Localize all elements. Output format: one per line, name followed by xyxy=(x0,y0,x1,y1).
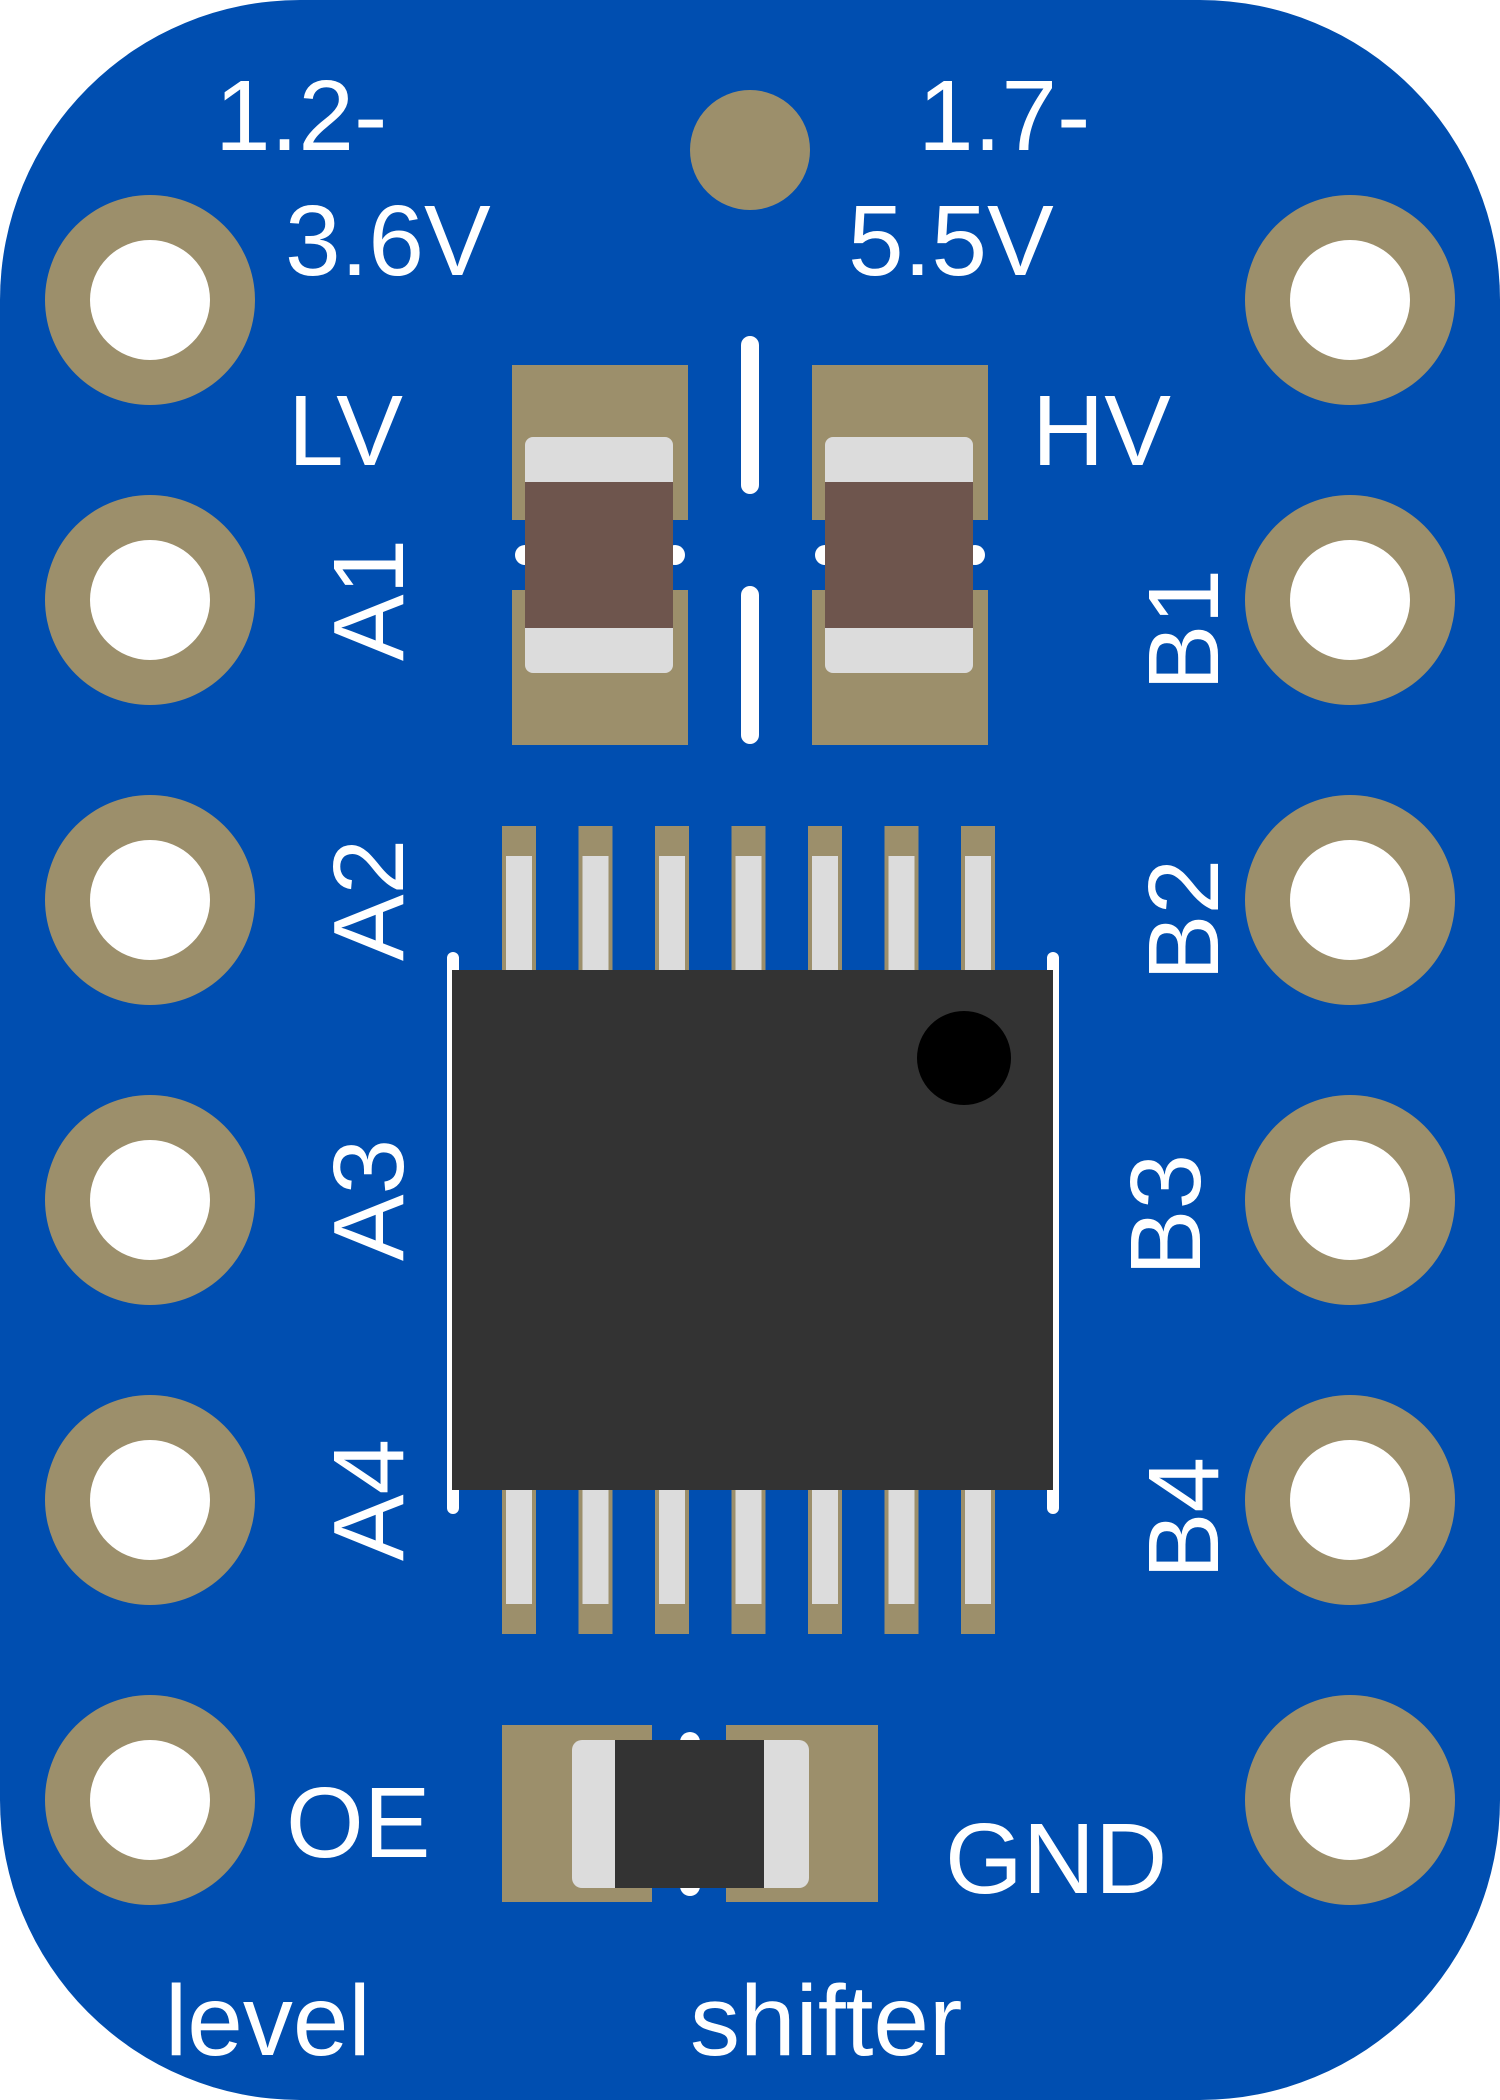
pad-b1[interactable] xyxy=(1245,495,1455,705)
ic-leads-top xyxy=(502,826,995,976)
ic-lead-top xyxy=(961,826,995,976)
right-header xyxy=(1245,195,1455,1905)
label-gnd: GND xyxy=(945,1803,1167,1915)
label-a2: A2 xyxy=(313,839,425,961)
label-b2: B2 xyxy=(1128,859,1240,981)
pin1-marker xyxy=(917,1011,1011,1105)
pad-a4[interactable] xyxy=(45,1395,255,1605)
pad-b4[interactable] xyxy=(1245,1395,1455,1605)
ic-lead-bottom xyxy=(961,1490,995,1634)
ic-lead-bottom xyxy=(884,1490,919,1634)
pad-a2[interactable] xyxy=(45,795,255,1005)
label-hv: HV xyxy=(1032,375,1171,487)
label-oe: OE xyxy=(286,1767,430,1879)
left-header xyxy=(45,195,255,1905)
pad-b3[interactable] xyxy=(1245,1095,1455,1305)
resistor xyxy=(502,1725,878,1902)
footer-level: level xyxy=(165,1965,371,2077)
pad-hv[interactable] xyxy=(1245,195,1455,405)
ic-lead-top xyxy=(884,826,919,976)
ic-lead-top xyxy=(731,826,766,976)
ic-leads-bottom xyxy=(502,1490,995,1634)
label-a3: A3 xyxy=(313,1139,425,1261)
label-b4: B4 xyxy=(1128,1457,1240,1579)
low-voltage-range-bottom: 3.6V xyxy=(285,185,491,297)
pad-oe[interactable] xyxy=(45,1695,255,1905)
capacitor-hv xyxy=(812,365,988,745)
pad-a1[interactable] xyxy=(45,495,255,705)
ic-lead-bottom xyxy=(502,1490,536,1634)
footer-shifter: shifter xyxy=(690,1965,962,2077)
ic-lead-top xyxy=(808,826,842,976)
ic-lead-bottom xyxy=(578,1490,613,1634)
pad-gnd[interactable] xyxy=(1245,1695,1455,1905)
low-voltage-range-top: 1.2- xyxy=(215,60,387,172)
high-voltage-range-top: 1.7- xyxy=(918,60,1090,172)
ic-lead-top xyxy=(578,826,613,976)
capacitor-lv xyxy=(512,365,688,745)
ic-lead-bottom xyxy=(731,1490,766,1634)
label-a4: A4 xyxy=(313,1439,425,1561)
high-voltage-range-bottom: 5.5V xyxy=(848,185,1054,297)
label-b3: B3 xyxy=(1110,1154,1222,1276)
fiducial-marker xyxy=(690,90,810,210)
ic-lead-top xyxy=(502,826,536,976)
label-a1: A1 xyxy=(313,539,425,661)
ic-lead-top xyxy=(655,826,689,976)
ic-lead-bottom xyxy=(655,1490,689,1634)
label-lv: LV xyxy=(288,375,403,487)
pad-a3[interactable] xyxy=(45,1095,255,1305)
pad-lv[interactable] xyxy=(45,195,255,405)
label-b1: B1 xyxy=(1128,569,1240,691)
pad-b2[interactable] xyxy=(1245,795,1455,1005)
ic-lead-bottom xyxy=(808,1490,842,1634)
